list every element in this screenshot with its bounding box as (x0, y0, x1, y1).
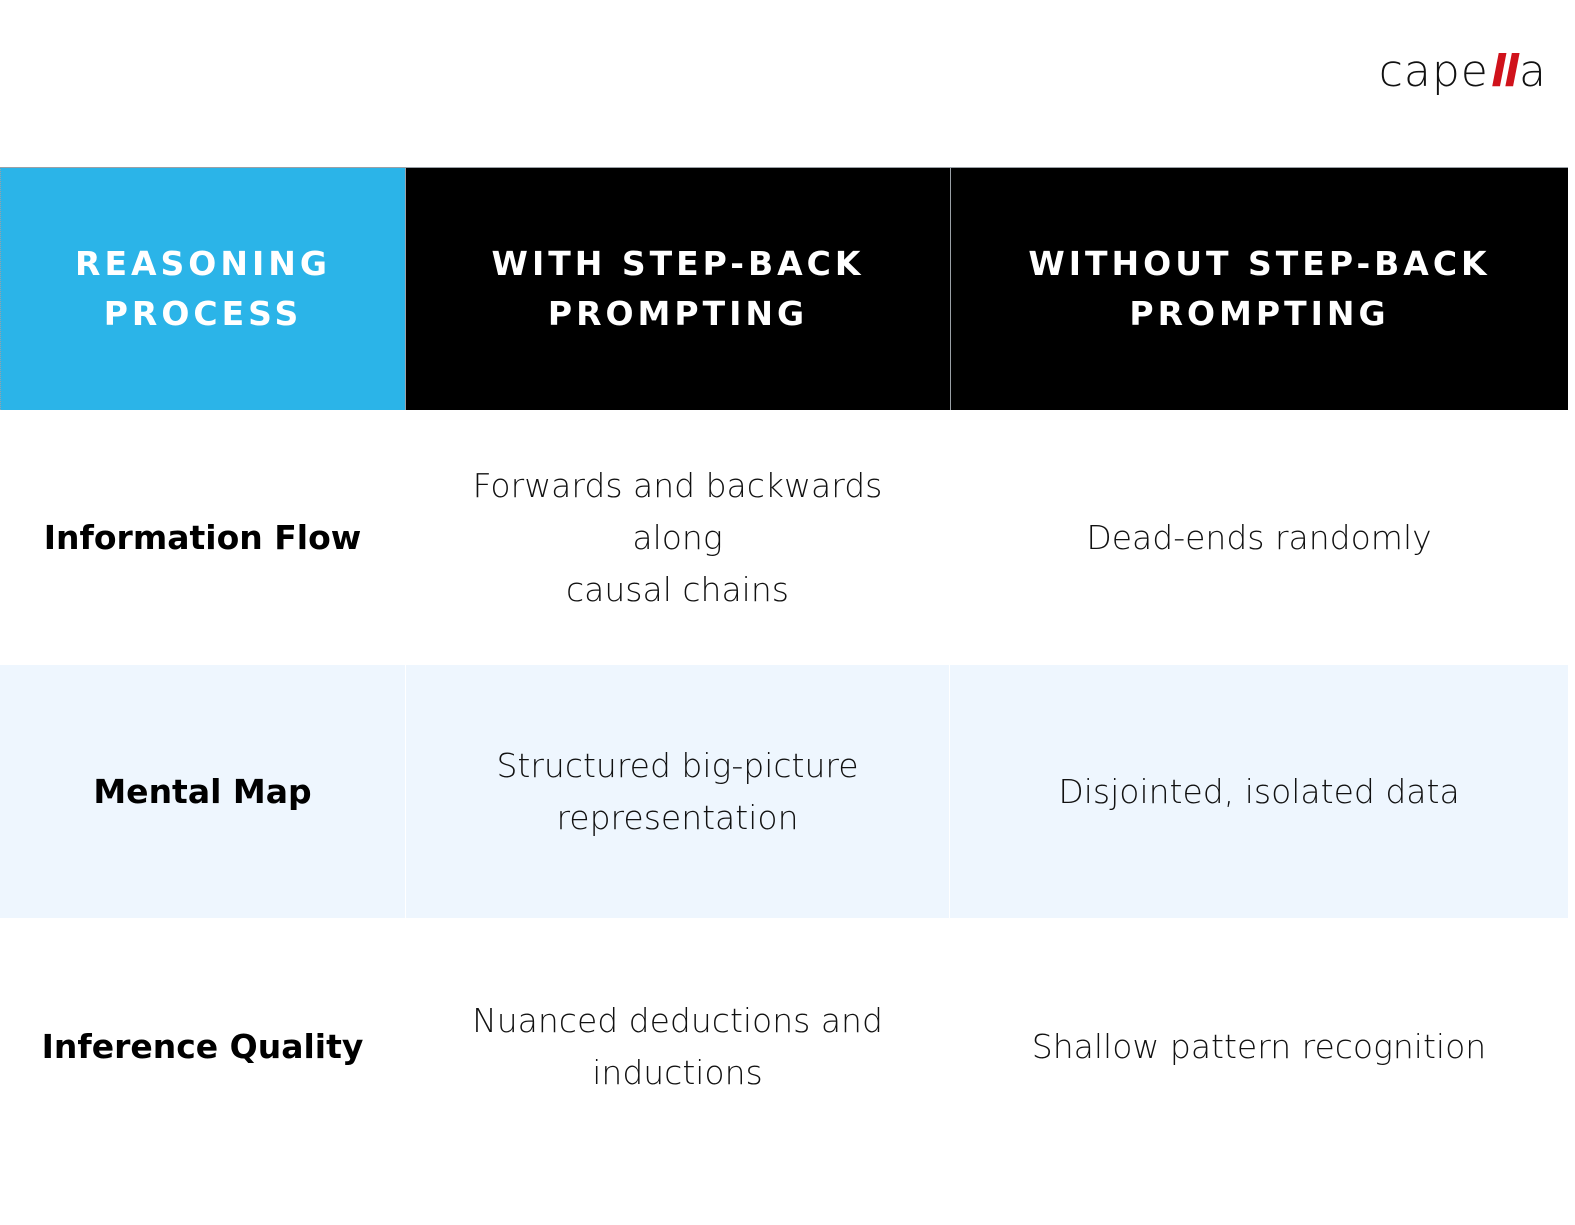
row-label-mental-map: Mental Map (0, 665, 405, 918)
row-label-information-flow: Information Flow (43, 518, 362, 557)
row-label-inference-quality: Inference Quality (41, 1027, 364, 1066)
logo-suffix: a (1519, 46, 1547, 97)
logo-prefix: cape (1378, 46, 1489, 97)
cell-without-inference-quality: Shallow pattern recognition (1031, 1026, 1487, 1066)
cell-without-information-flow: Dead-ends randomly (1086, 517, 1432, 557)
cell-without-mental-map: Disjointed, isolated data (950, 665, 1568, 918)
logo-highlight: ll (1490, 46, 1519, 97)
